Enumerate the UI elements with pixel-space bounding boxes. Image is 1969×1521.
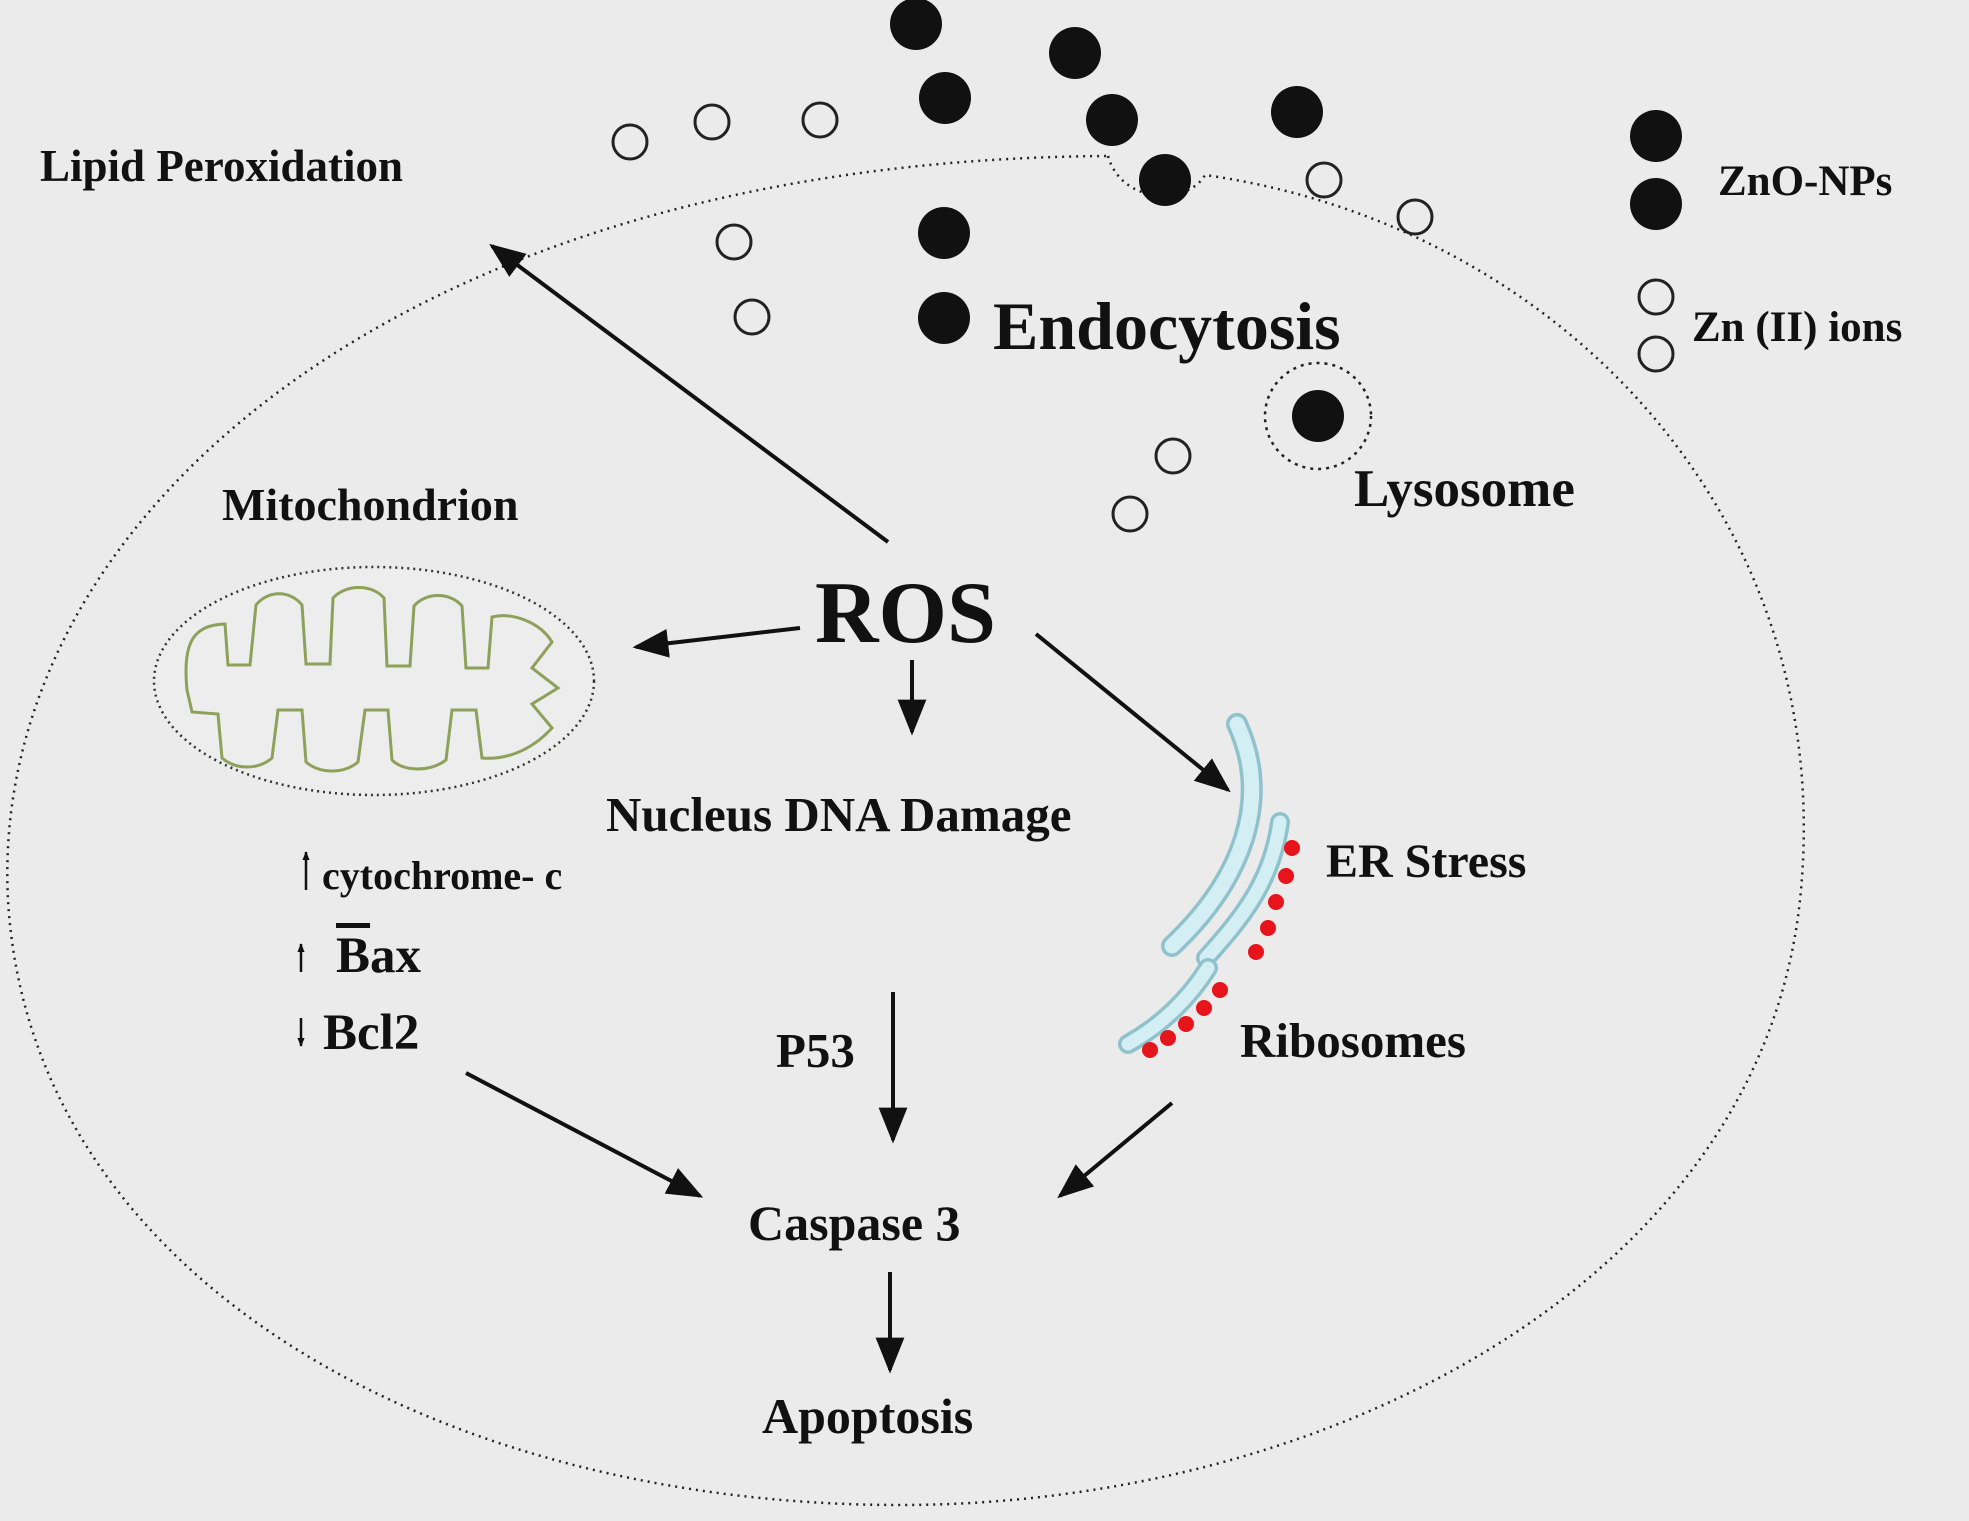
zn-ions	[611, 101, 1434, 533]
ribosome	[1160, 1030, 1176, 1046]
legend-label-nanoparticles: ZnO-NPs	[1718, 158, 1893, 205]
zn-ion	[733, 298, 771, 336]
label-bcl2: Bcl2	[323, 1005, 420, 1061]
ribosome	[1178, 1016, 1194, 1032]
ribosome	[1212, 982, 1228, 998]
zn-ion	[611, 123, 649, 161]
ribosome	[1196, 1000, 1212, 1016]
zn-ion	[801, 101, 839, 139]
ribosome	[1284, 840, 1300, 856]
label-bax-rest: ax	[370, 928, 422, 984]
label-er-stress: ER Stress	[1326, 835, 1527, 888]
legend-ion-circle	[1637, 335, 1675, 373]
zn-ion	[1154, 437, 1192, 475]
ribosome	[1268, 894, 1284, 910]
nanoparticle	[918, 207, 970, 259]
arrow-ros-to-er	[1034, 632, 1231, 793]
label-caspase-3: Caspase 3	[748, 1195, 961, 1251]
ribosome	[1248, 944, 1264, 960]
zn-ion	[1396, 198, 1434, 236]
ribosomes-dots	[1142, 840, 1300, 1058]
mitochondrion-organelle	[152, 565, 596, 797]
label-mitochondrion: Mitochondrion	[222, 479, 519, 530]
label-bax-underlined-initial: B	[336, 928, 371, 984]
regulation-markers	[297, 851, 310, 1047]
ribosome	[1278, 868, 1294, 884]
marker-cytochrome-c: ↑	[300, 855, 301, 856]
marker-bax: ↑	[296, 948, 297, 949]
arrow-ros-to-mitochondrion	[632, 626, 801, 658]
label-ros: ROS	[815, 565, 996, 662]
zn-ion	[1305, 161, 1343, 199]
label-bax: Bax	[336, 931, 421, 982]
arrow-mitochondrion-to-caspase	[465, 1071, 704, 1198]
legend-nanoparticle-dot	[1630, 178, 1682, 230]
ribosome	[1260, 920, 1276, 936]
lysosome-vesicle	[1263, 361, 1373, 471]
legend-nanoparticle-dot	[1630, 110, 1682, 162]
arrow-ribosomes-to-caspase	[1057, 1101, 1174, 1199]
zn-ion	[693, 103, 731, 141]
endoplasmic-reticulum	[1118, 713, 1290, 1054]
arrow-ros-to-lipid-peroxidation	[489, 243, 890, 544]
ribosome	[1142, 1042, 1158, 1058]
zn-ion	[715, 223, 753, 261]
label-ribosomes: Ribosomes	[1240, 1013, 1466, 1068]
zno-nanoparticles	[890, 0, 1323, 344]
label-lysosome: Lysosome	[1354, 460, 1575, 518]
legend-label-ions: Zn (II) ions	[1692, 304, 1903, 351]
pathway-arrows	[465, 243, 1231, 1374]
cell-membrane	[6, 154, 1806, 1507]
nanoparticle	[1271, 86, 1323, 138]
label-p53: P53	[776, 1023, 855, 1078]
zn-ion	[1111, 495, 1149, 533]
nanoparticle	[919, 72, 971, 124]
nanoparticle	[1086, 94, 1138, 146]
marker-bcl2: ↓	[296, 1020, 297, 1021]
nanoparticle	[890, 0, 942, 50]
label-apoptosis: Apoptosis	[762, 1388, 974, 1444]
label-lipid-peroxidation: Lipid Peroxidation	[40, 141, 403, 191]
label-endocytosis: Endocytosis	[993, 288, 1341, 364]
label-nucleus-dna-damage: Nucleus DNA Damage	[606, 787, 1072, 842]
nanoparticle	[1139, 154, 1191, 206]
nanoparticle	[1049, 27, 1101, 79]
label-cytochrome-c: cytochrome- c	[322, 853, 563, 898]
legend-symbols	[1630, 110, 1682, 373]
nanoparticle	[918, 292, 970, 344]
legend-ion-circle	[1637, 278, 1675, 316]
